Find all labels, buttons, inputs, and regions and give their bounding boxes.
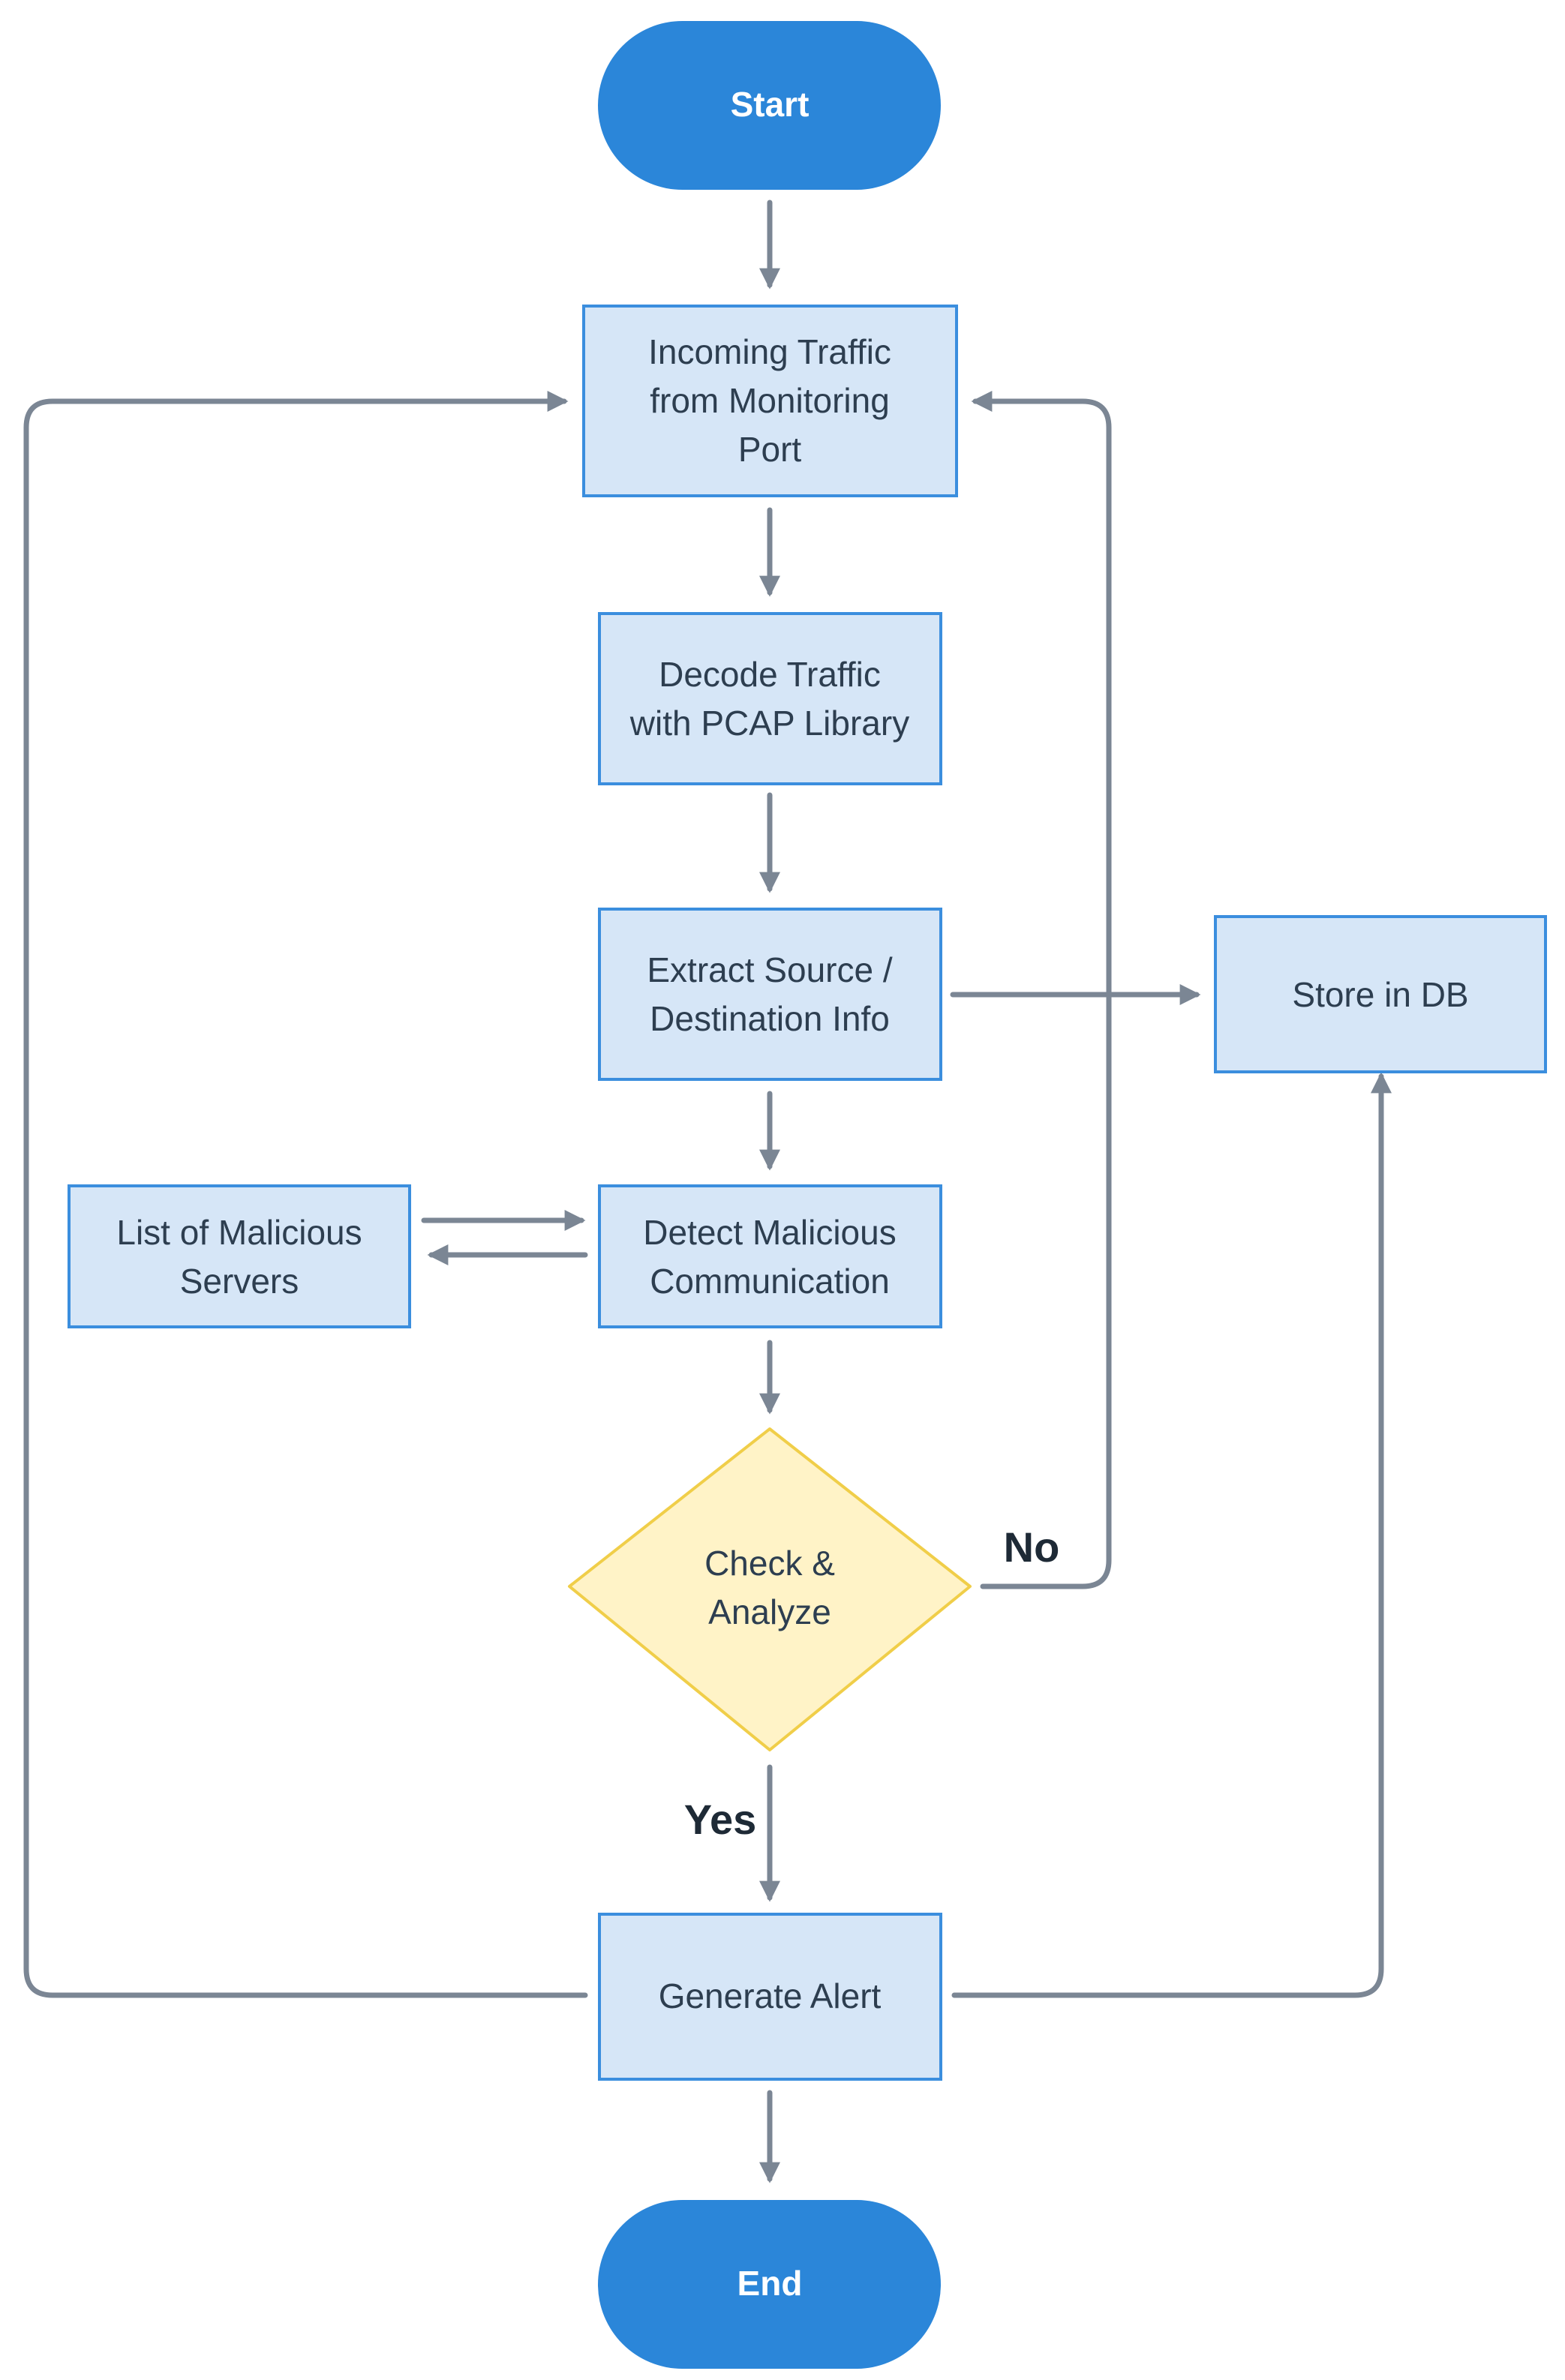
detect-malicious-line-1: Detect Malicious	[643, 1213, 896, 1252]
decode-traffic-line-1: Decode Traffic	[659, 655, 881, 694]
store-db-box	[1214, 915, 1547, 1073]
check-analyze-line-1: Check &	[704, 1544, 835, 1583]
incoming-traffic-line-2: from Monitoring	[650, 381, 890, 420]
start-node: Start	[598, 21, 941, 190]
start-shape	[598, 21, 941, 190]
malicious-list-box	[68, 1184, 411, 1328]
edges	[23, 200, 1392, 2183]
incoming-traffic-line-3: Port	[738, 430, 802, 469]
end-node: End	[598, 2200, 941, 2369]
end-label: End	[737, 2264, 803, 2303]
store-db-node: Store in DB	[1214, 915, 1547, 1073]
incoming-traffic-node: Incoming Traffic from Monitoring Port	[582, 305, 958, 497]
start-label: Start	[731, 85, 810, 124]
extract-info-box	[598, 908, 942, 1081]
edge-alert-to-store	[951, 1072, 1392, 1998]
store-db-label: Store in DB	[1292, 975, 1468, 1014]
incoming-traffic-box	[582, 305, 958, 497]
generate-alert-box	[598, 1913, 942, 2081]
detect-malicious-box	[598, 1184, 942, 1328]
decode-traffic-box	[598, 612, 942, 785]
generate-alert-node: Generate Alert	[598, 1913, 942, 2081]
extract-info-node: Extract Source / Destination Info	[598, 908, 942, 1081]
edge-alert-to-incoming	[23, 391, 588, 1998]
detect-malicious-node: Detect Malicious Communication	[598, 1184, 942, 1328]
extract-info-line-1: Extract Source /	[647, 950, 892, 989]
decode-traffic-node: Decode Traffic with PCAP Library	[598, 612, 942, 785]
check-analyze-diamond	[568, 1427, 972, 1751]
malicious-list-node: List of Malicious Servers	[68, 1184, 411, 1328]
edge-label-no: No	[1004, 1523, 1060, 1571]
check-analyze-line-2: Analyze	[708, 1592, 831, 1631]
malicious-list-line-2: Servers	[180, 1262, 299, 1301]
incoming-traffic-line-1: Incoming Traffic	[648, 332, 891, 371]
decode-traffic-line-2: with PCAP Library	[629, 704, 909, 743]
extract-info-line-2: Destination Info	[650, 999, 890, 1038]
end-shape	[598, 2200, 941, 2369]
generate-alert-label: Generate Alert	[659, 1976, 882, 2015]
detect-malicious-line-2: Communication	[650, 1262, 890, 1301]
malicious-list-line-1: List of Malicious	[116, 1213, 362, 1252]
edge-label-yes: Yes	[684, 1796, 757, 1843]
edge-check-no-to-incoming	[971, 391, 1112, 1589]
check-analyze-node: Check & Analyze	[568, 1427, 972, 1751]
